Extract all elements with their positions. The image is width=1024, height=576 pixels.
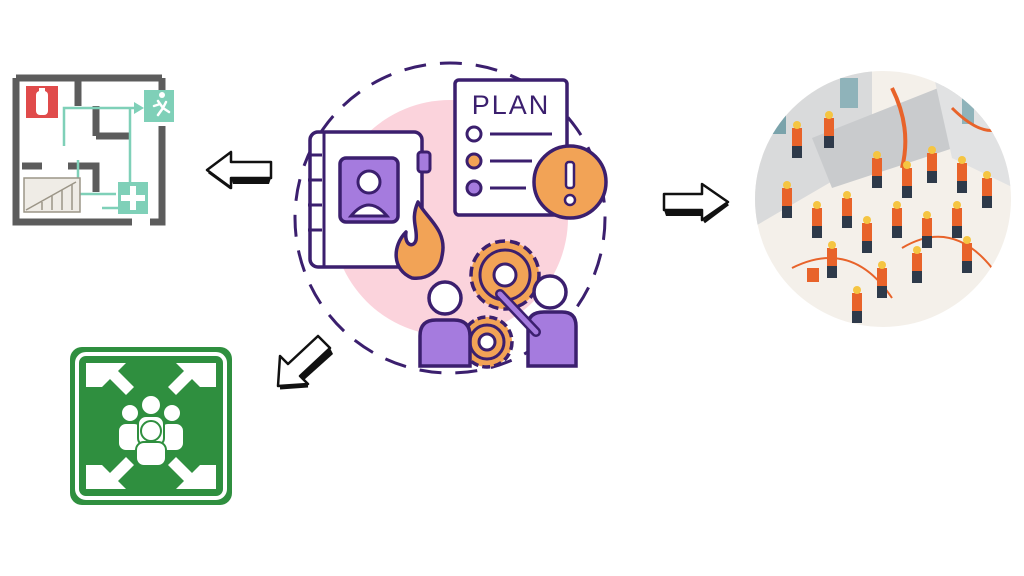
alert-icon bbox=[532, 144, 608, 220]
hand-drawn-arrow-left-icon bbox=[203, 148, 275, 190]
center-illustration: PLAN bbox=[293, 61, 620, 380]
running-exit-icon bbox=[144, 90, 174, 122]
stairs-icon bbox=[23, 177, 81, 213]
assembly-point-icon bbox=[68, 345, 234, 507]
evacuation-drill-illustration bbox=[752, 68, 1014, 330]
evacuation-floor-plan bbox=[12, 74, 174, 226]
dashed-ring bbox=[293, 61, 607, 375]
team-meeting-icon bbox=[418, 274, 578, 368]
address-book-icon bbox=[308, 130, 432, 269]
first-aid-icon bbox=[118, 182, 148, 214]
hand-drawn-arrow-down-left-icon bbox=[272, 330, 338, 392]
gear-icon bbox=[460, 239, 541, 369]
floor-plan-walls bbox=[12, 74, 166, 226]
workers-group bbox=[782, 111, 992, 323]
plan-title: PLAN bbox=[472, 90, 551, 120]
fire-extinguisher-icon bbox=[26, 86, 58, 118]
fire-icon bbox=[394, 200, 445, 280]
hand-drawn-arrow-right-icon bbox=[660, 182, 732, 224]
